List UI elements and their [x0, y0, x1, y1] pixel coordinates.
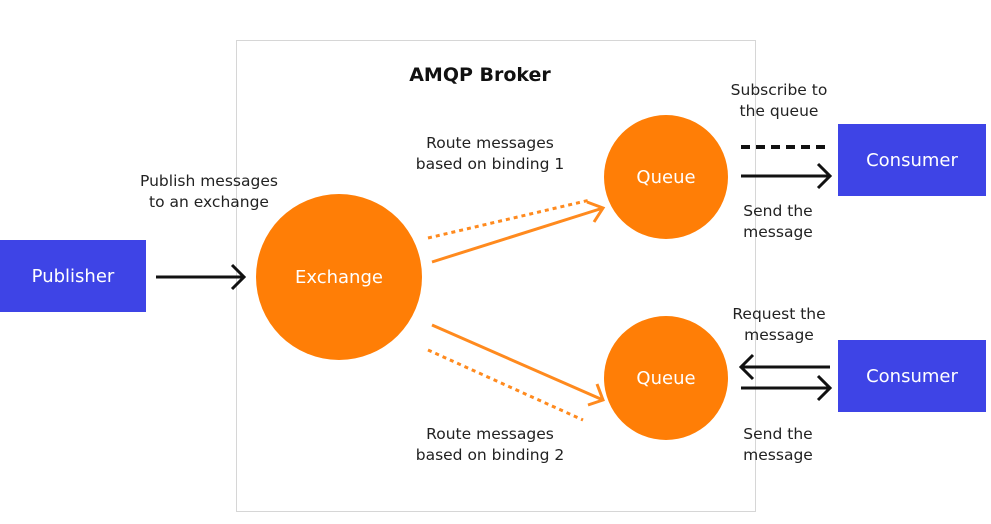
- queue-node-top: Queue: [604, 115, 728, 239]
- consumer-box-top: Consumer: [838, 124, 986, 196]
- send-arrow-top: [741, 162, 833, 190]
- send-arrow-bottom: [741, 374, 833, 402]
- publish-arrow: [156, 263, 247, 291]
- exchange-node: Exchange: [256, 194, 422, 360]
- route-arrow-binding-2: [427, 323, 605, 422]
- publisher-box: Publisher: [0, 240, 146, 312]
- request-arrow: [738, 353, 830, 381]
- route-arrow-binding-1: [427, 198, 606, 264]
- queue-node-bottom: Queue: [604, 316, 728, 440]
- consumer-box-bottom: Consumer: [838, 340, 986, 412]
- broker-title: AMQP Broker: [409, 64, 551, 86]
